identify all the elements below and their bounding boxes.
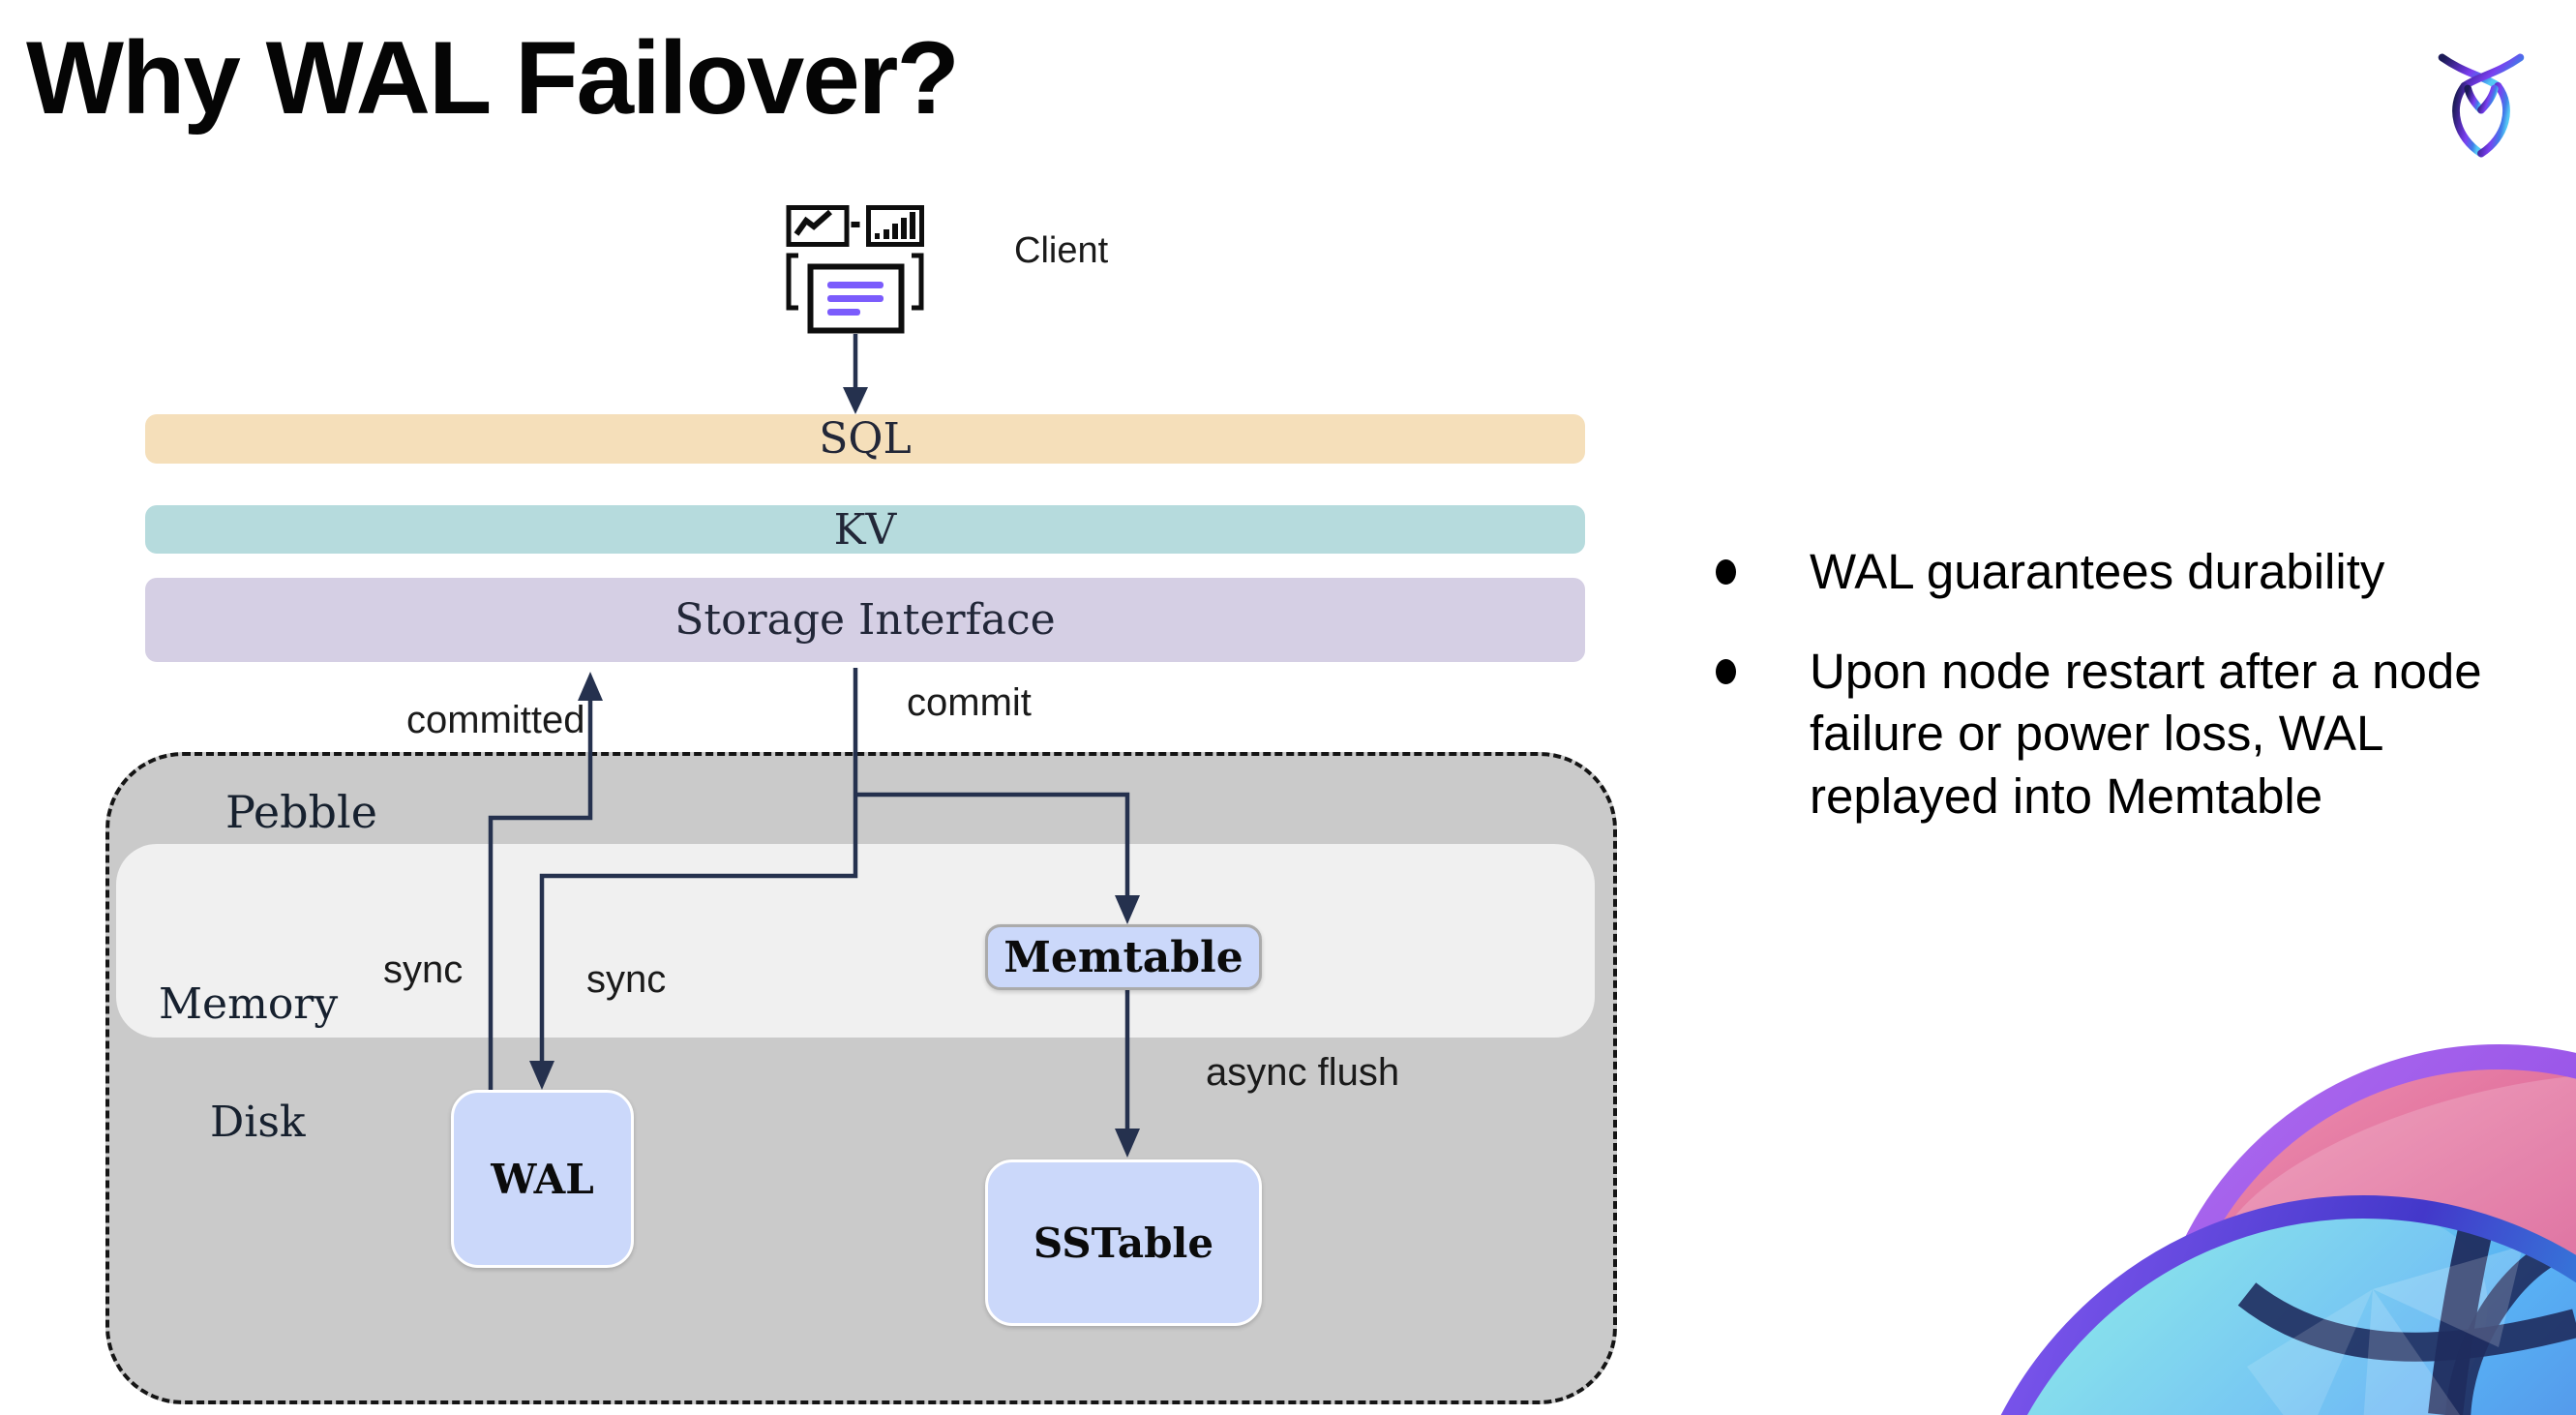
memory-label: Memory	[159, 979, 339, 1029]
memtable-node-label: Memtable	[1003, 932, 1243, 982]
dash-icon	[851, 222, 860, 227]
document-icon	[807, 263, 905, 334]
sync-left-edge-label: sync	[383, 948, 464, 991]
right-bracket-icon	[912, 253, 924, 311]
bullet-text: WAL guarantees durability	[1810, 544, 2385, 599]
sql-layer-bar: SQL	[145, 414, 1585, 464]
brand-orbs-decoration	[1957, 960, 2576, 1415]
memtable-node: Memtable	[985, 924, 1262, 990]
client-icon	[786, 199, 924, 334]
wal-node: WAL	[451, 1090, 634, 1268]
sstable-node-label: SSTable	[1033, 1219, 1214, 1267]
storage-interface-layer-bar: Storage Interface	[145, 578, 1585, 662]
line-chart-monitor-icon	[786, 205, 850, 247]
commit-edge-label: commit	[907, 681, 1032, 724]
cockroachdb-logo-icon	[2437, 51, 2526, 160]
sstable-node: SSTable	[985, 1159, 1262, 1326]
pebble-label: Pebble	[225, 786, 377, 838]
arrowhead-into-sql	[843, 387, 868, 414]
client-label: Client	[1014, 230, 1109, 271]
kv-layer-bar: KV	[145, 504, 1585, 555]
wal-node-label: WAL	[491, 1155, 594, 1203]
storage-interface-label: Storage Interface	[674, 595, 1056, 645]
disk-label: Disk	[210, 1098, 306, 1147]
async-flush-edge-label: async flush	[1206, 1051, 1400, 1094]
left-bracket-icon	[786, 253, 798, 311]
kv-layer-label: KV	[833, 504, 897, 555]
bar-chart-monitor-icon	[866, 205, 924, 247]
bullet-text: Upon node restart after a node failure o…	[1810, 643, 2482, 824]
page-title: Why WAL Failover?	[26, 19, 960, 135]
bullet-dot-icon	[1716, 658, 1736, 684]
list-item: WAL guarantees durability	[1716, 541, 2500, 604]
sql-layer-label: SQL	[819, 414, 912, 464]
committed-edge-label: committed	[406, 699, 585, 741]
list-item: Upon node restart after a node failure o…	[1716, 641, 2500, 828]
bullet-list: WAL guarantees durability Upon node rest…	[1716, 541, 2500, 828]
arrowhead-into-storage	[578, 672, 603, 701]
bullet-dot-icon	[1716, 559, 1736, 585]
sync-right-edge-label: sync	[586, 958, 667, 1001]
